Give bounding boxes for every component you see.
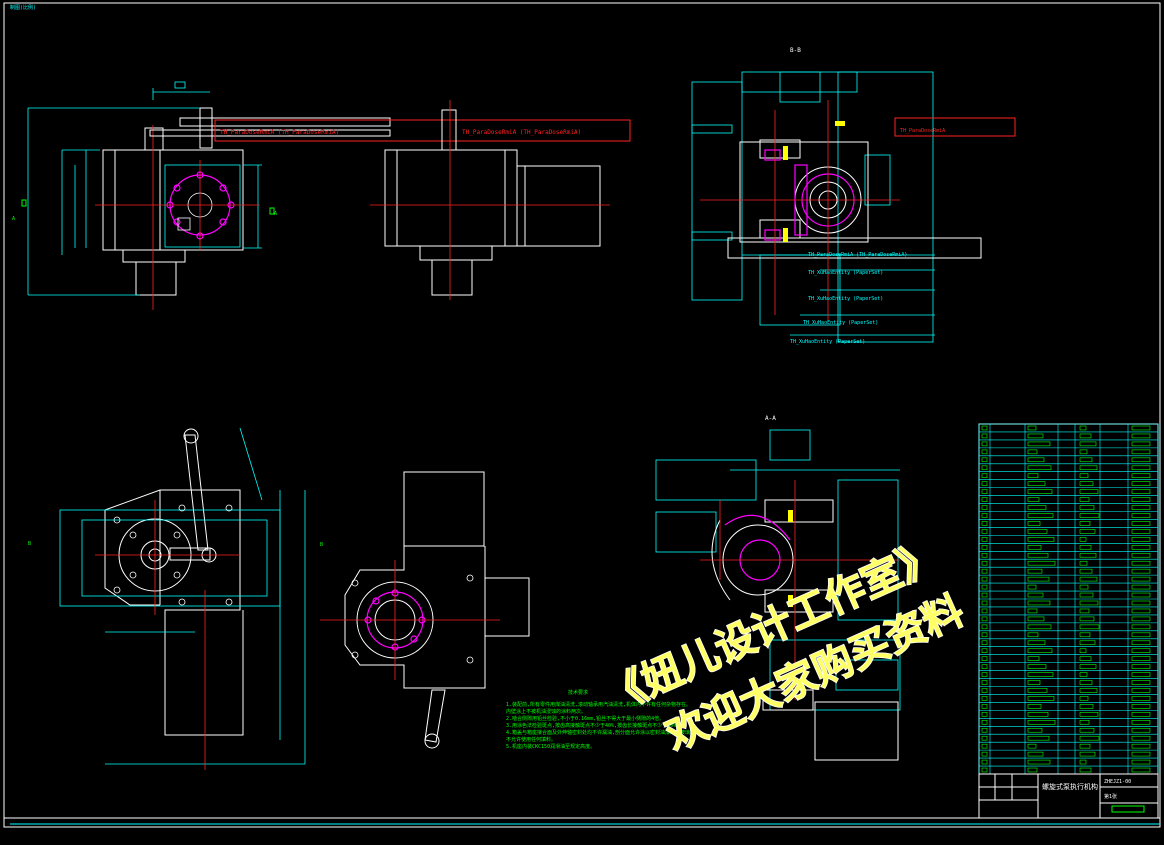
title-block-code: ZHEJZ1-00	[1104, 779, 1131, 785]
view-lever-left[interactable]: B	[28, 427, 306, 770]
red-callout-left: TH_ParaDoseRmiA (TH_ParaDoseRmiA)	[220, 129, 339, 136]
tech-req-line: 5.机座内装CKC150润滑油至规定高度。	[506, 743, 595, 750]
cyan-callout-1: TH_ParaDoseRmiA (TH_ParaDoseRmiA)	[808, 252, 907, 258]
parts-list-rows	[978, 423, 1159, 775]
section-label-aa: A-A	[765, 415, 776, 422]
tech-req-line: 4.箱盖与箱座接合面及外伸轴密封处均不许漏油,剖分面允许涂以密封油漆或水玻璃。	[506, 729, 695, 736]
cyan-callout-5: TH_XuHaoEntity (PaperSet)	[790, 339, 865, 345]
technical-requirements: 技术要求 1.装配前,所有零件用煤油清洗,滚动轴承用汽油清洗,机体内不许有任何杂…	[506, 689, 695, 750]
cyan-callout-3: TH_XuHaoEntity (PaperSet)	[808, 296, 883, 302]
view-side-top[interactable]: TH_ParaDoseRmiA (TH_ParaDoseRmiA)	[370, 100, 610, 300]
view-front-left[interactable]: TH_ParaDoseRmiA (TH_ParaDoseRmiA) A A	[12, 81, 631, 310]
view-section-aa[interactable]: A-A	[655, 415, 901, 761]
view-bottom-middle[interactable]: B	[320, 471, 530, 749]
tech-req-line: 不允许使用任何填料。	[506, 736, 556, 743]
title-block[interactable]: 螺旋式泵执行机构 ZHEJZ1-00 第1张	[978, 773, 1159, 819]
section-label-bb: B-B	[790, 47, 801, 54]
title-block-sheet: 第1张	[1104, 793, 1117, 800]
tech-req-title: 技术要求	[568, 689, 588, 696]
tech-req-line: 1.装配前,所有零件用煤油清洗,滚动轴承用汽油清洗,机体内不许有任何杂物存在。	[506, 701, 691, 708]
section-marker-b-left: B	[28, 541, 31, 547]
red-callout-mid: TH_ParaDoseRmiA (TH_ParaDoseRmiA)	[462, 129, 581, 136]
tech-req-line: 2.啮合侧隙用铅丝检验,不小于0.16mm,铅丝不得大于最小侧隙的4倍。	[506, 715, 664, 722]
section-marker-a-left: A	[12, 216, 15, 222]
tech-req-line: 内壁涂上不被机油浸蚀的涂料两次。	[506, 708, 586, 715]
parts-list-table[interactable]	[978, 423, 1159, 775]
cyan-callout-4: TH_XuHaoEntity (PaperSet)	[803, 320, 878, 326]
tech-req-line: 3.用涂色法检验斑点,按齿高接触斑点不少于40%,按齿长接触斑点不少于50%。	[506, 722, 681, 729]
red-callout-right: TH_ParaDoseRmiA	[900, 128, 945, 134]
cyan-callout-2: TH_XuHaoEntity (PaperSet)	[808, 270, 883, 276]
section-marker-b-mid: B	[320, 542, 323, 548]
title-block-name: 螺旋式泵执行机构	[1042, 782, 1098, 791]
section-marker-a-right: A	[274, 211, 277, 217]
drawing-border	[3, 2, 1161, 828]
top-left-label: 制图(比例)	[10, 4, 36, 11]
view-section-bb[interactable]: B-B	[691, 47, 1016, 345]
